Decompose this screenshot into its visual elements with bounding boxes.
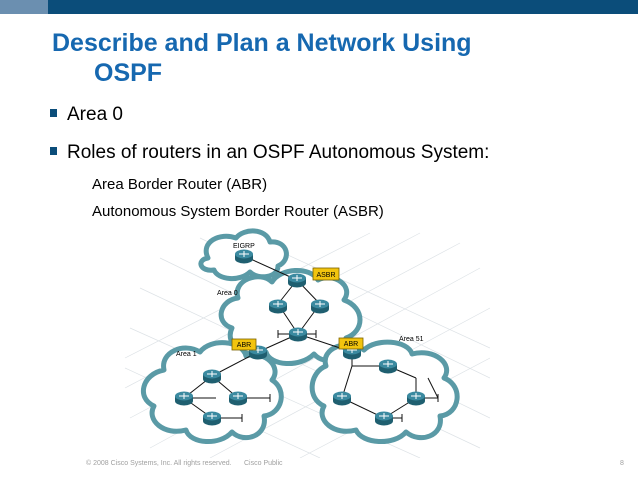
router-icon: [310, 299, 330, 314]
bullet-text: Area 0: [67, 104, 123, 125]
bullet-text: Roles of routers in an OSPF Autonomous S…: [67, 142, 490, 163]
router-icon: [202, 369, 222, 384]
bullet-square-icon: [50, 147, 57, 155]
area0-label: Area 0: [217, 290, 238, 297]
title-line-2: OSPF: [94, 59, 163, 87]
area1-cloud: [141, 340, 284, 444]
router-icon: [228, 391, 248, 406]
abr-badge-right: [338, 337, 364, 350]
router-icon: [406, 391, 426, 406]
router-icon: [287, 273, 307, 288]
asbr-badge: [312, 267, 340, 281]
router-icon: [174, 391, 194, 406]
router-icon: [202, 411, 222, 426]
abr-badge-right-label: ABR: [344, 341, 358, 348]
area51-label: Area 51: [399, 336, 424, 343]
sub-item-abr: Area Border Router (ABR): [92, 176, 268, 193]
top-banner: [0, 0, 638, 14]
title-line-1: Describe and Plan a Network Using: [52, 29, 472, 57]
bullet-square-icon: [50, 109, 57, 117]
router-icon: [378, 359, 398, 374]
area51-cloud: [309, 339, 460, 445]
abr-badge-left: [231, 338, 257, 351]
abr-badge-left-label: ABR: [237, 342, 251, 349]
asbr-badge-label: ASBR: [316, 272, 335, 279]
slide-title: Describe and Plan a Network Using OSPF: [52, 28, 612, 88]
ospf-network-diagram: ASBR ABR ABR EIGRP Area 0 Area 1 Area 51: [124, 228, 490, 458]
router-icon: [288, 327, 308, 342]
router-icon: [268, 299, 288, 314]
top-banner-accent: [0, 0, 48, 14]
router-icon: [234, 249, 254, 264]
router-icon: [374, 411, 394, 426]
router-icon: [332, 391, 352, 406]
eigrp-label: EIGRP: [233, 243, 255, 250]
area1-label: Area 1: [176, 351, 197, 358]
footer-copyright: © 2008 Cisco Systems, Inc. All rights re…: [86, 460, 232, 467]
footer-classification: Cisco Public: [244, 460, 283, 467]
sub-item-asbr: Autonomous System Border Router (ASBR): [92, 203, 384, 220]
page-number: 8: [620, 460, 624, 467]
